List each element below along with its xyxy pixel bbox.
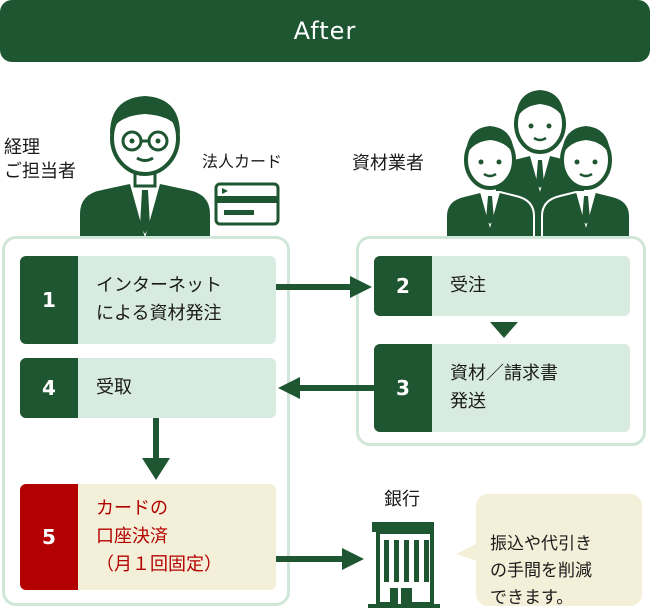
credit-card-icon bbox=[214, 182, 280, 226]
step-1: 1 インターネット による資材発注 bbox=[20, 256, 276, 344]
people-group-icon bbox=[445, 90, 631, 239]
bank-building-icon bbox=[368, 522, 440, 608]
header-banner: After bbox=[0, 0, 650, 62]
arrow-left-icon bbox=[278, 377, 374, 399]
accountant-label: 経理 ご担当者 bbox=[4, 137, 76, 182]
step-text: カードの 口座決済 （月１回固定） bbox=[78, 484, 276, 590]
supplier-label: 資材業者 bbox=[352, 153, 424, 174]
step-text: 資材／請求書 発送 bbox=[432, 344, 630, 432]
corporate-card-label: 法人カード bbox=[202, 152, 283, 171]
step-text: インターネット による資材発注 bbox=[78, 256, 276, 344]
step-number: 5 bbox=[20, 484, 78, 590]
step-4: 4 受取 bbox=[20, 358, 276, 418]
step-2: 2 受注 bbox=[374, 256, 630, 316]
step-number: 1 bbox=[20, 256, 78, 344]
step-5: 5 カードの 口座決済 （月１回固定） bbox=[20, 484, 276, 590]
step-number: 2 bbox=[374, 256, 432, 316]
arrow-right-icon bbox=[276, 276, 372, 298]
step-number: 4 bbox=[20, 358, 78, 418]
bubble-tail bbox=[456, 542, 480, 562]
step-text: 受注 bbox=[432, 256, 630, 316]
arrow-down-small-icon bbox=[490, 322, 518, 338]
bubble-text: 振込や代引き の手間を削減 できます。 bbox=[490, 534, 592, 608]
bank-label: 銀行 bbox=[384, 489, 420, 510]
benefit-bubble: 振込や代引き の手間を削減 できます。 bbox=[476, 494, 642, 608]
person-with-glasses-icon bbox=[80, 96, 210, 238]
arrow-right-to-bank-icon bbox=[276, 548, 364, 570]
header-title: After bbox=[293, 17, 357, 45]
arrow-down-icon bbox=[142, 418, 170, 480]
step-3: 3 資材／請求書 発送 bbox=[374, 344, 630, 432]
step-text: 受取 bbox=[78, 358, 276, 418]
step-number: 3 bbox=[374, 344, 432, 432]
